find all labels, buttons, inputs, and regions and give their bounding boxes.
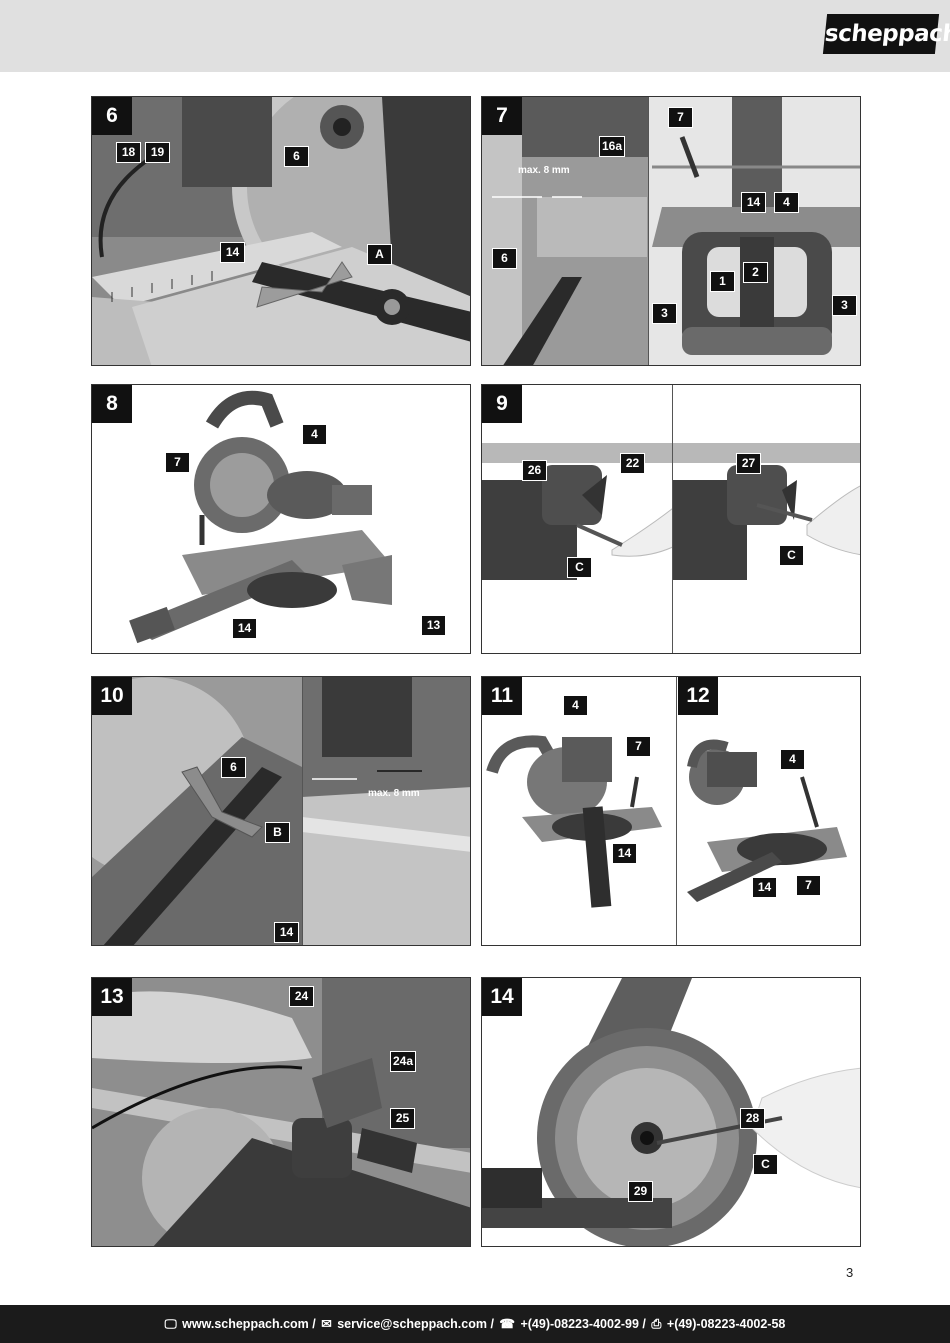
figure-7: 7 max. 8 mm 16a 6 7 14 4 1 2 3 3 — [481, 96, 861, 366]
figure-7-illustration — [482, 97, 860, 365]
monitor-icon: 🖵 — [164, 1317, 177, 1331]
callout-label: 3 — [832, 295, 857, 316]
footer-bar: 🖵 www.scheppach.com / ✉ service@scheppac… — [0, 1305, 950, 1343]
callout-label: 26 — [522, 460, 547, 481]
callout-label: A — [367, 244, 392, 265]
callout-label: 6 — [284, 146, 309, 167]
figure-number: 10 — [92, 677, 132, 715]
figure-9: 9 26 22 C 27 C — [481, 384, 861, 654]
callout-label: C — [753, 1154, 778, 1175]
callout-label: 14 — [612, 843, 637, 864]
callout-label: 25 — [390, 1108, 415, 1129]
figure-8: 8 4 7 14 13 — [91, 384, 471, 654]
callout-label: 4 — [563, 695, 588, 716]
callout-label: 4 — [774, 192, 799, 213]
figure-number: 13 — [92, 978, 132, 1016]
callout-label: 29 — [628, 1181, 653, 1202]
subpanel-divider — [302, 677, 303, 945]
subpanel-divider — [676, 677, 677, 945]
callout-label: 4 — [302, 424, 327, 445]
callout-label: 24 — [289, 986, 314, 1007]
figure-10-illustration — [92, 677, 470, 945]
callout-label: 14 — [220, 242, 245, 263]
fax-icon: ⎙ — [651, 1317, 662, 1331]
page-number: 3 — [846, 1265, 854, 1280]
figure-13-illustration — [92, 978, 470, 1246]
phone-icon: ☎ — [499, 1317, 515, 1331]
figure-number: 6 — [92, 97, 132, 135]
measurement-label: max. 8 mm — [518, 165, 570, 176]
figure-6-illustration — [92, 97, 470, 365]
callout-label: 3 — [652, 303, 677, 324]
subpanel-divider — [648, 97, 649, 365]
callout-label: B — [265, 822, 290, 843]
callout-label: C — [567, 557, 592, 578]
callout-label: 7 — [165, 452, 190, 473]
figure-number: 9 — [482, 385, 522, 423]
header-bar: scheppach — [0, 0, 950, 72]
callout-label: 18 — [116, 142, 141, 163]
measurement-label: max. 8 mm — [368, 788, 420, 799]
callout-label: 6 — [221, 757, 246, 778]
figure-number: 11 — [482, 677, 522, 715]
figure-11-12: 11 12 4 7 14 4 14 7 — [481, 676, 861, 946]
figure-14: 14 28 C 29 — [481, 977, 861, 1247]
callout-label: 14 — [752, 877, 777, 898]
envelope-icon: ✉ — [321, 1317, 332, 1331]
footer-website[interactable]: www.scheppach.com / — [182, 1317, 316, 1331]
subpanel-divider — [672, 385, 673, 653]
figure-14-illustration — [482, 978, 860, 1246]
callout-label: 28 — [740, 1108, 765, 1129]
figure-number: 7 — [482, 97, 522, 135]
brand-logo: scheppach — [822, 14, 950, 54]
figure-number: 8 — [92, 385, 132, 423]
footer-fax: +(49)-08223-4002-58 — [666, 1317, 786, 1331]
callout-label: 16a — [599, 136, 626, 157]
footer-email[interactable]: service@scheppach.com / — [337, 1317, 494, 1331]
callout-label: 24a — [390, 1051, 417, 1072]
callout-label: 19 — [145, 142, 170, 163]
callout-label: 14 — [274, 922, 299, 943]
callout-label: 6 — [492, 248, 517, 269]
callout-label: 7 — [626, 736, 651, 757]
figure-9-illustration — [482, 385, 860, 653]
callout-label: 7 — [796, 875, 821, 896]
callout-label: 4 — [780, 749, 805, 770]
figure-number: 12 — [678, 677, 718, 715]
callout-label: 22 — [620, 453, 645, 474]
footer-phone: +(49)-08223-4002-99 / — [520, 1317, 646, 1331]
callout-label: 14 — [232, 618, 257, 639]
callout-label: 14 — [741, 192, 766, 213]
callout-label: 1 — [710, 271, 735, 292]
figure-8-illustration — [92, 385, 470, 653]
figure-10: 10 max. 8 mm 6 B 14 — [91, 676, 471, 946]
figure-6: 6 18 19 6 14 A — [91, 96, 471, 366]
figure-13: 13 24 24a 25 — [91, 977, 471, 1247]
callout-label: 13 — [421, 615, 446, 636]
callout-label: C — [779, 545, 804, 566]
callout-label: 7 — [668, 107, 693, 128]
figure-number: 14 — [482, 978, 522, 1016]
callout-label: 2 — [743, 262, 768, 283]
callout-label: 27 — [736, 453, 761, 474]
figure-11-12-illustration — [482, 677, 860, 945]
